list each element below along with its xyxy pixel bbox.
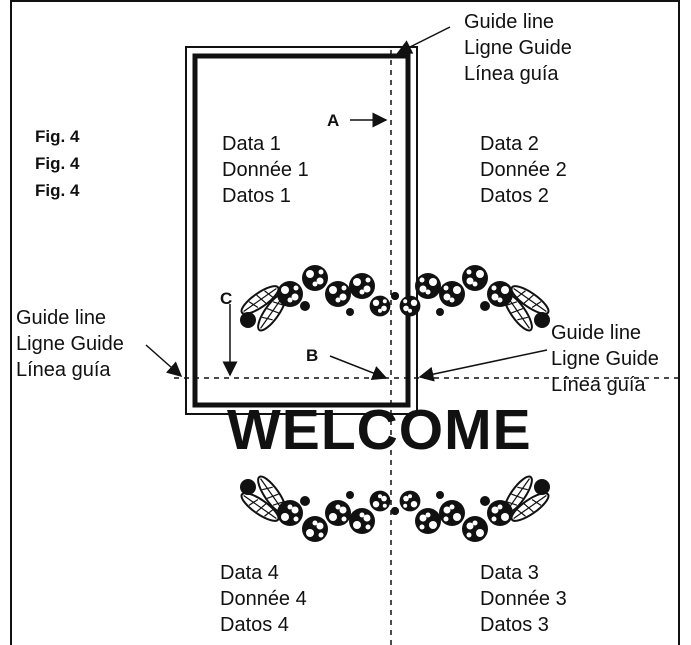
guide-label-line: Ligne Guide xyxy=(551,348,659,370)
left-guide-arrow xyxy=(145,344,183,377)
marker-c-label: C xyxy=(220,289,233,308)
marker-a-label: A xyxy=(327,111,340,130)
data-line: Datos 3 xyxy=(480,614,549,636)
guide-label-line: Ligne Guide xyxy=(464,37,572,59)
guide-label-line: Ligne Guide xyxy=(16,333,124,355)
guide-label-line: Línea guía xyxy=(551,374,646,396)
data-block-1: Data 1 Donnée 1 Datos 1 xyxy=(222,131,309,209)
data-line: Data 3 xyxy=(480,562,539,584)
data-line: Datos 4 xyxy=(220,614,289,636)
frame-inner xyxy=(192,53,411,408)
floral-ornament-top-left xyxy=(238,265,399,334)
frame-outer xyxy=(185,46,418,415)
top-guide-arrow xyxy=(396,26,451,54)
data-block-4: Data 4 Donnée 4 Datos 4 xyxy=(220,560,307,638)
data-line: Data 4 xyxy=(220,562,279,584)
guide-label-left: Guide line Ligne Guide Línea guía xyxy=(16,305,124,383)
data-line: Data 2 xyxy=(480,133,539,155)
marker-b-label: B xyxy=(306,346,319,365)
figure-line: Fig. 4 xyxy=(35,127,80,146)
floral-ornament-bottom-right xyxy=(391,473,552,542)
guide-label-line: Guide line xyxy=(464,11,555,33)
data-line: Donnée 4 xyxy=(220,588,307,610)
guide-label-line: Guide line xyxy=(16,307,107,329)
guide-label-top: Guide line Ligne Guide Línea guía xyxy=(464,9,572,87)
data-line: Datos 1 xyxy=(222,185,291,207)
data-line: Datos 2 xyxy=(480,185,549,207)
floral-ornament-bottom-left xyxy=(238,473,399,542)
figure-line: Fig. 4 xyxy=(35,154,80,173)
guide-label-line: Línea guía xyxy=(464,63,559,85)
data-block-2: Data 2 Donnée 2 Datos 2 xyxy=(480,131,567,209)
data-line: Donnée 1 xyxy=(222,159,309,181)
figure-line: Fig. 4 xyxy=(35,181,80,200)
data-line: Donnée 3 xyxy=(480,588,567,610)
right-guide-arrow xyxy=(418,349,548,382)
guide-label-line: Guide line xyxy=(551,322,642,344)
data-line: Data 1 xyxy=(222,133,281,155)
guide-label-right: Guide line Ligne Guide Línea guía xyxy=(551,320,659,398)
marker-b-arrow xyxy=(329,355,388,381)
figure-label: Fig. 4 Fig. 4 Fig. 4 xyxy=(35,123,79,204)
welcome-text: WELCOME xyxy=(227,398,532,462)
page-border xyxy=(10,0,680,645)
data-line: Donnée 2 xyxy=(480,159,567,181)
guide-label-line: Línea guía xyxy=(16,359,111,381)
data-block-3: Data 3 Donnée 3 Datos 3 xyxy=(480,560,567,638)
floral-ornament-top-right xyxy=(391,265,552,334)
